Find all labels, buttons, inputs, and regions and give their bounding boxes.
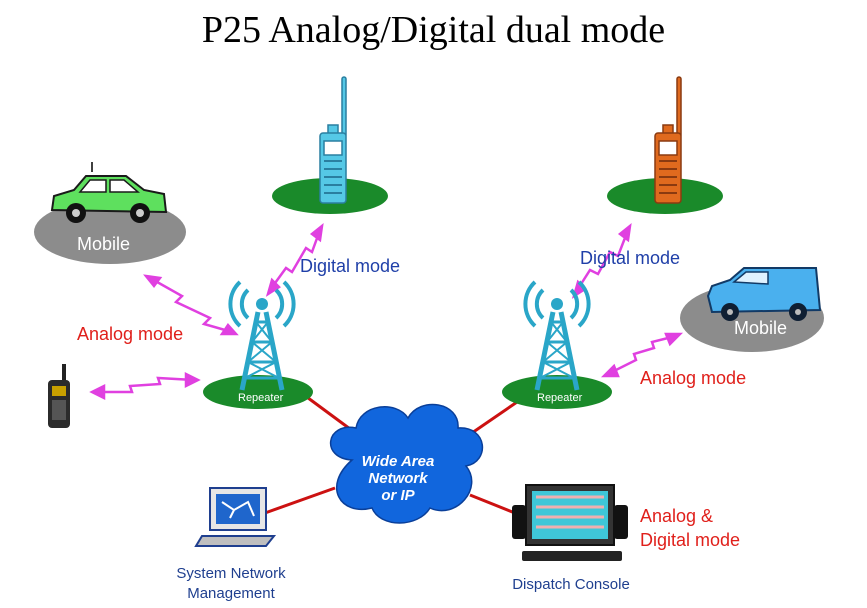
repeater-right <box>502 282 612 409</box>
dispatch-console-icon <box>512 484 628 561</box>
repeater-left <box>203 282 313 409</box>
van-icon <box>706 267 822 321</box>
wireless-handheld <box>96 376 195 394</box>
handheld-analog <box>48 364 70 428</box>
mobile-right <box>680 267 824 352</box>
analog-digital-label: Analog & Digital mode <box>640 504 740 552</box>
handheld-digital-left <box>272 76 388 214</box>
repeater-tower-icon <box>230 282 293 390</box>
mobile-right-label: Mobile <box>734 318 788 338</box>
handheld-analog-antenna <box>62 364 66 382</box>
repeater-tower-icon <box>525 282 588 390</box>
network-label-line1: Wide Area <box>361 453 435 470</box>
mobile-left <box>34 162 186 264</box>
handheld-radio-icon <box>48 380 70 428</box>
cloud-icon <box>330 403 483 524</box>
analog-digital-line1: Analog & <box>640 506 714 526</box>
network-label: Wide Area Network or IP <box>350 453 446 504</box>
repeater-right-ground <box>502 375 612 409</box>
mobile-left-label: Mobile <box>77 234 131 254</box>
repeater-left-label: Repeater <box>238 392 284 404</box>
analog-digital-line2: Digital mode <box>640 530 741 550</box>
digital-mode-left-label: Digital mode <box>300 256 401 276</box>
car-icon <box>50 162 168 223</box>
network-label-line2: Network <box>368 470 428 487</box>
wireless-digital-right <box>574 229 630 293</box>
analog-mode-left-label: Analog mode <box>77 324 184 344</box>
sysmgmt-label: System Network Management <box>160 564 302 604</box>
network-label-line3: or IP <box>381 487 415 504</box>
analog-mode-right-label: Analog mode <box>640 368 747 388</box>
handheld-radio-icon <box>319 76 347 204</box>
wireless-mobile-left <box>149 276 233 334</box>
link-dispatch <box>469 493 521 517</box>
wireless-digital-left <box>268 229 322 291</box>
page-title: P25 Analog/Digital dual mode <box>201 9 666 51</box>
link-sysmgmt <box>264 486 336 515</box>
wireless-links <box>89 223 684 401</box>
sysmgmt-line1: System Network <box>176 565 286 582</box>
digital-mode-right-label: Digital mode <box>580 248 681 268</box>
sysmgmt-line2: Management <box>187 585 275 602</box>
handheld-digital-right <box>607 76 723 214</box>
repeater-right-label: Repeater <box>537 392 583 404</box>
wireless-mobile-right <box>607 334 677 376</box>
computer-icon <box>194 487 277 547</box>
repeater-left-ground <box>203 375 313 409</box>
handheld-radio-icon <box>654 76 682 204</box>
dispatch-label: Dispatch Console <box>512 576 630 593</box>
